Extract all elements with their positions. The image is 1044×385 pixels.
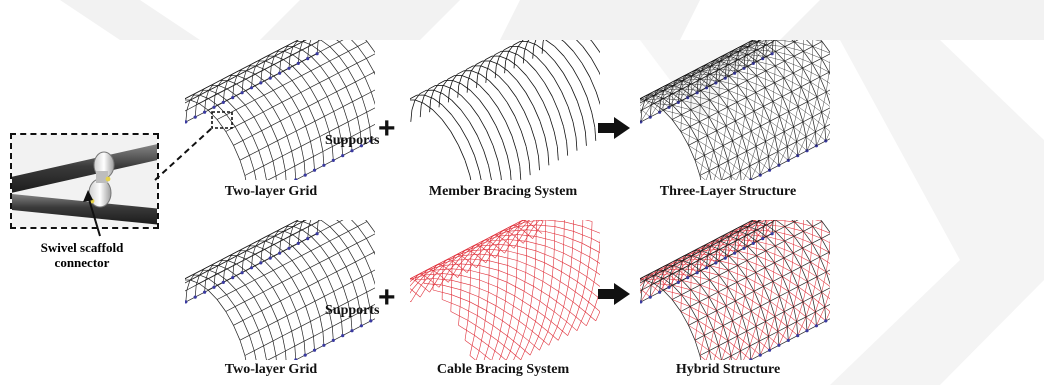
- connector-label: Swivel scaffold connector: [41, 240, 124, 270]
- row1-result-label: Three-Layer Structure: [659, 184, 797, 199]
- right-arrow-icon: [598, 117, 630, 139]
- plus-icon: +: [378, 112, 396, 145]
- row1-grid-label: Two-layer Grid: [224, 184, 318, 199]
- row1-bracing-panel: [410, 40, 600, 180]
- row2-bracing-panel: [410, 220, 600, 360]
- row2-result-label: Hybrid Structure: [675, 362, 781, 377]
- row2-grid-panel: [185, 220, 375, 360]
- connector-inset: [10, 133, 159, 229]
- supports-label: Supports: [325, 133, 380, 148]
- row1-result-panel: [640, 40, 830, 180]
- row1-grid-panel: [185, 40, 375, 180]
- row2-result-panel: [640, 220, 830, 360]
- row2-grid-label: Two-layer Grid: [224, 362, 318, 377]
- connector-label-line1: Swivel scaffold: [40, 240, 124, 255]
- plus-icon: +: [378, 281, 396, 314]
- swivel-connector-photo: [12, 135, 157, 227]
- supports-label: Supports: [325, 303, 380, 318]
- right-arrow-icon: [598, 283, 630, 305]
- row1-bracing-label: Member Bracing System: [428, 184, 578, 199]
- connector-label-line2: connector: [54, 255, 110, 270]
- row2-bracing-label: Cable Bracing System: [436, 362, 570, 377]
